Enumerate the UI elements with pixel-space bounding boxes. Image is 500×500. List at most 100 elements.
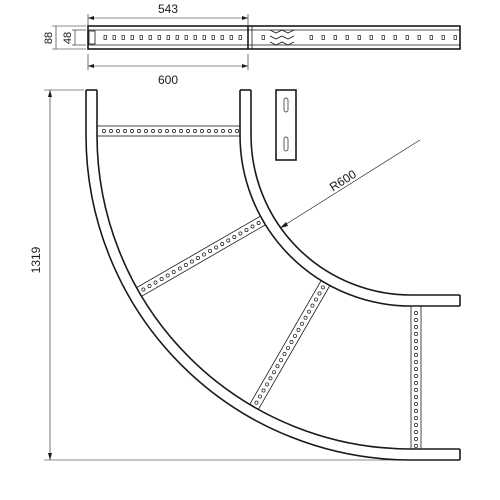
side-slot (166, 35, 170, 40)
rung (410, 305, 422, 450)
connector-plate (275, 89, 297, 161)
rung-hole (303, 315, 308, 320)
side-view-slots (103, 35, 457, 40)
side-slot (103, 35, 107, 40)
rung-hole (102, 129, 106, 133)
rung-hole (265, 382, 269, 387)
rung-hole (144, 129, 148, 133)
connector-slot-bottom (283, 136, 289, 152)
rung-hole (221, 129, 225, 133)
rung-hole (151, 129, 155, 133)
rung-hole (214, 245, 219, 250)
rung-hole (261, 388, 266, 393)
rung-hole (307, 309, 311, 314)
side-slot (157, 35, 161, 40)
side-view-coupler (269, 29, 295, 46)
rung-hole (414, 423, 418, 427)
rung-hole (414, 367, 418, 371)
rung-hole (207, 129, 211, 133)
side-slot (381, 35, 385, 40)
rung-hole (414, 360, 418, 364)
rungs (96, 125, 422, 450)
side-slot (393, 35, 397, 40)
rung-hole (214, 129, 218, 133)
side-slot (429, 35, 433, 40)
side-slot (121, 35, 125, 40)
side-slot (202, 35, 206, 40)
rung-hole (289, 340, 294, 344)
rung-hole (300, 321, 304, 326)
rung-hole (186, 129, 190, 133)
rung-hole (165, 273, 170, 278)
side-slot (405, 35, 409, 40)
rung (96, 125, 241, 137)
rung-hole (296, 327, 301, 332)
rung-hole (414, 430, 418, 434)
side-slot (309, 35, 313, 40)
rung-hole (130, 129, 134, 133)
dim-label-48: 48 (62, 32, 74, 44)
rung-hole (200, 129, 204, 133)
rung-hole (414, 339, 418, 343)
rung-hole (282, 352, 287, 357)
rung-hole (238, 231, 243, 236)
rung-hole (414, 395, 418, 399)
rung-hole (235, 129, 239, 133)
bend-plan-view: R600 1319 (29, 89, 461, 461)
rung-hole (414, 318, 418, 322)
rung-hole (196, 256, 200, 260)
rung-hole (123, 129, 127, 133)
rung-hole (317, 291, 322, 296)
dim-label-88: 88 (43, 32, 55, 44)
dim-label-543: 543 (158, 2, 178, 16)
side-slot (333, 35, 337, 40)
rung-hole (220, 242, 225, 246)
side-slot (193, 35, 197, 40)
side-slot (441, 35, 445, 40)
rung-hole (177, 266, 182, 271)
rung-hole (258, 394, 262, 399)
rung-outline (410, 305, 422, 450)
rung-hole (414, 332, 418, 336)
rung-hole (208, 249, 213, 253)
rung-hole (414, 416, 418, 420)
side-slot (453, 35, 457, 40)
dim-label-1319: 1319 (29, 246, 43, 273)
rung-hole (414, 388, 418, 392)
rung-hole (171, 270, 176, 274)
side-slot (211, 35, 215, 40)
side-slot (175, 35, 179, 40)
side-slot (220, 35, 224, 40)
dim-label-600: 600 (158, 73, 178, 87)
rung-hole (183, 263, 188, 267)
side-slot (229, 35, 233, 40)
rung-hole (109, 129, 113, 133)
rung-hole (286, 346, 290, 350)
side-slot (112, 35, 116, 40)
rung-hole (165, 129, 169, 133)
rung-hole (172, 129, 176, 133)
rung-hole (272, 370, 276, 375)
side-slot (417, 35, 421, 40)
rung-hole (159, 277, 164, 281)
rung-hole (256, 221, 261, 225)
side-view: 543 600 88 48 (43, 2, 461, 87)
rung-hole (193, 129, 197, 133)
side-slot (139, 35, 143, 40)
rung-hole (321, 285, 325, 290)
side-slot (345, 35, 349, 40)
rung-hole (414, 402, 418, 406)
rung-hole (141, 287, 146, 292)
rung-hole (202, 252, 206, 257)
side-view-end-plate (88, 30, 96, 45)
inner-rail-inner-edge (250, 90, 460, 296)
side-slot (184, 35, 188, 40)
inner-rail-outer-edge (239, 90, 460, 307)
rung-outline (249, 280, 331, 410)
rung-hole (414, 409, 418, 413)
rung-hole (116, 129, 120, 133)
rung (249, 280, 331, 410)
outer-rail-inner-edge (96, 90, 460, 450)
rung-hole (226, 238, 231, 243)
side-slot (238, 35, 242, 40)
